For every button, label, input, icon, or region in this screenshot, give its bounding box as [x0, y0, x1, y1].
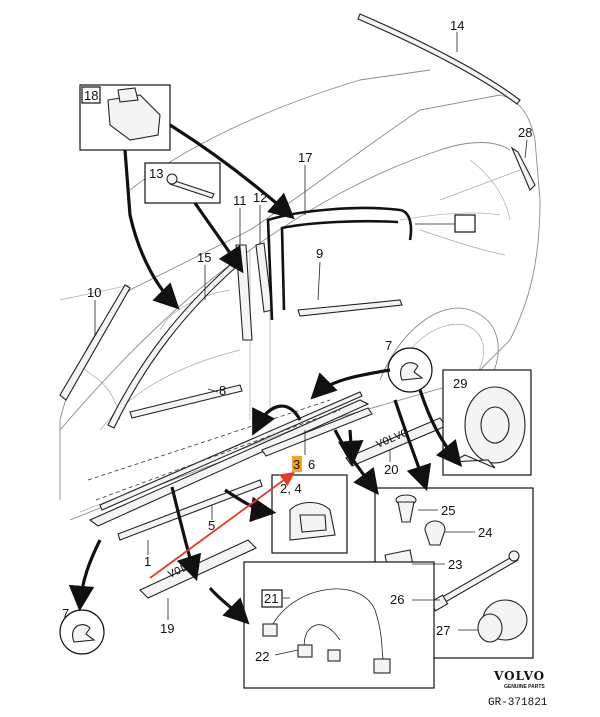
callout-28: 28 [518, 125, 532, 140]
part-10-a-pillar-molding[interactable] [59, 284, 131, 401]
callout-9: 9 [316, 246, 323, 261]
boxed-callouts: 18 21 [81, 86, 476, 608]
callout-19: 19 [160, 621, 174, 636]
part-11-pillar-trim[interactable] [235, 244, 253, 341]
part-1-sill-molding[interactable] [88, 391, 370, 527]
part-21-22-wire-harness[interactable] [262, 588, 391, 674]
highlight-pointer [149, 456, 302, 579]
reference-number: GR-371821 [488, 697, 548, 709]
leader-lines [94, 32, 528, 656]
volvo-branding: VOLVO GENUINE PARTS GR-371821 [488, 669, 548, 709]
volvo-logo: VOLVO [493, 669, 545, 683]
callout-22: 22 [255, 649, 269, 664]
callout-29: 29 [453, 376, 467, 391]
part-8-door-strip[interactable] [129, 384, 243, 419]
part-28-rear-trim[interactable] [510, 146, 536, 191]
callout-17: 17 [298, 150, 312, 165]
callout-15: 15 [197, 250, 211, 265]
part-5-sill-trim[interactable] [117, 479, 263, 541]
part-24-clip[interactable] [424, 520, 446, 546]
callout-7-top: 7 [385, 338, 392, 353]
part-7-clip-bottom[interactable] [72, 624, 96, 643]
part-27-grommet[interactable] [477, 599, 528, 643]
callout-3: 3 [293, 457, 300, 472]
callout-14: 14 [450, 18, 464, 33]
part-25-push-clip[interactable] [395, 494, 417, 523]
callout-24: 24 [478, 525, 492, 540]
callout-5: 5 [208, 518, 215, 533]
callout-1: 1 [144, 554, 151, 569]
callout-8: 8 [219, 383, 226, 398]
callout-labels: 14 28 17 13 11 12 16 15 9 10 8 7 29 3 6 … [62, 18, 532, 664]
callout-11: 11 [233, 193, 247, 208]
volvo-logo-subtext: GENUINE PARTS [504, 684, 545, 690]
callout-26: 26 [390, 592, 404, 607]
callout-21: 21 [264, 591, 278, 606]
part-2-4-retainer[interactable] [289, 501, 336, 541]
part-6-sill-panel[interactable] [261, 407, 373, 457]
sill-dashed-outline [87, 399, 341, 501]
callout-2-4: 2, 4 [280, 481, 302, 496]
part-14-roof-molding[interactable] [357, 13, 521, 105]
callout-20: 20 [384, 462, 398, 477]
part-7-clip-top[interactable] [400, 362, 424, 381]
callout-10: 10 [87, 285, 101, 300]
callout-7-bottom: 7 [62, 606, 69, 621]
callout-3-highlight [292, 456, 302, 472]
part-29-tape-roll[interactable] [451, 386, 526, 469]
callout-13: 13 [149, 166, 163, 181]
part-13-screw[interactable] [166, 173, 215, 199]
part-20-scuff-plate[interactable]: VOLVO [345, 417, 447, 467]
callout-12: 12 [253, 190, 267, 205]
callout-18: 18 [84, 88, 98, 103]
part-9-window-seal[interactable] [297, 299, 403, 317]
callout-23: 23 [448, 557, 462, 572]
callout-6: 6 [308, 457, 315, 472]
part-19-scuff-plate[interactable]: VOLVO [139, 539, 257, 599]
connector-arrows [68, 123, 463, 625]
callout-27: 27 [436, 623, 450, 638]
part-18-clip[interactable] [107, 87, 161, 141]
callout-25: 25 [441, 503, 455, 518]
